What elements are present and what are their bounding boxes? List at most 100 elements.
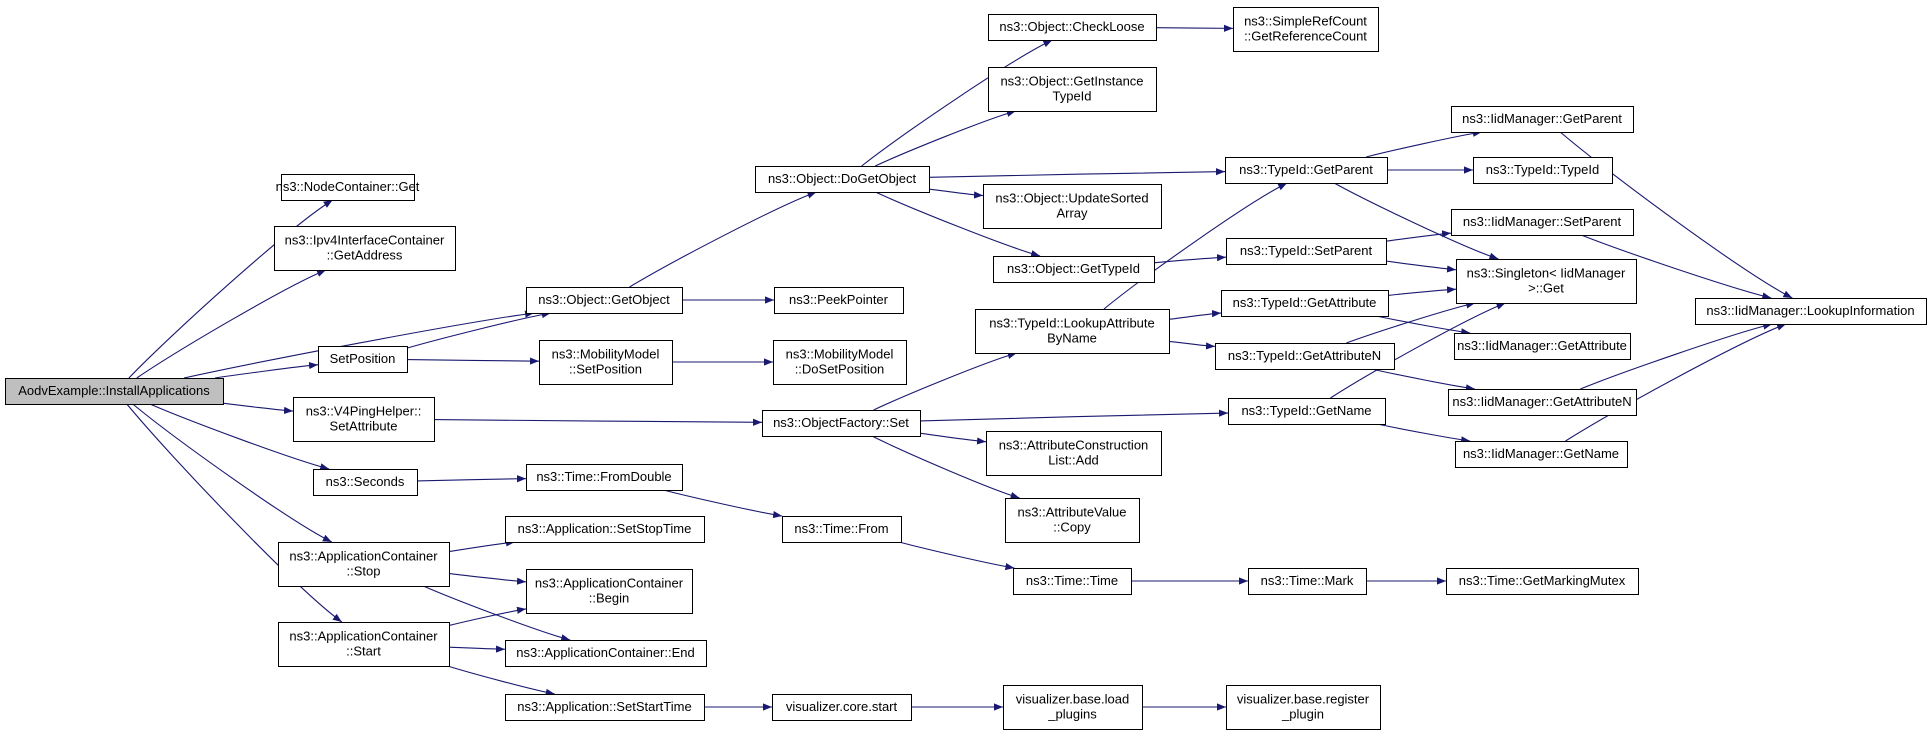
graph-node[interactable]: ns3::TypeId::GetParent (1225, 157, 1388, 184)
nodes-layer: AodvExample::InstallApplications ns3::Nod… (5, 7, 1927, 730)
node-label: ns3::ApplicationContainer::End (516, 645, 695, 660)
graph-node[interactable]: ns3::Time::From (782, 516, 902, 543)
graph-node[interactable]: ns3::IidManager::GetAttribute (1454, 333, 1631, 360)
call-edge (149, 403, 330, 471)
call-edge (1377, 423, 1471, 444)
node-label: ByName (1047, 331, 1097, 346)
node-label: ns3::Seconds (326, 474, 405, 489)
call-edge (433, 418, 763, 426)
graph-node[interactable]: ns3::IidManager::GetParent (1451, 106, 1634, 133)
node-box (988, 14, 1157, 41)
node-box (278, 542, 450, 587)
node-box (1448, 389, 1637, 416)
graph-node[interactable]: ns3::ApplicationContainer::Start (278, 622, 450, 667)
graph-node[interactable]: ns3::Ipv4InterfaceContainer::GetAddress (274, 226, 456, 271)
graph-node[interactable]: ns3::Application::SetStartTime (505, 694, 705, 721)
graph-node[interactable]: ns3::PeekPointer (774, 287, 904, 314)
node-label: visualizer.base.register (1237, 692, 1370, 707)
graph-node[interactable]: ns3::IidManager::SetParent (1451, 209, 1634, 236)
node-box (986, 431, 1162, 476)
graph-node[interactable]: ns3::V4PingHelper::SetAttribute (293, 397, 435, 442)
graph-node[interactable]: ns3::Object::GetTypeId (993, 256, 1155, 283)
graph-node[interactable]: ns3::ObjectFactory::Set (762, 410, 921, 437)
node-box (1451, 106, 1634, 133)
graph-node[interactable]: ns3::AttributeValue::Copy (1005, 498, 1140, 543)
graph-node[interactable]: ns3::IidManager::LookupInformation (1695, 298, 1927, 325)
node-label: ns3::NodeContainer::Get (276, 179, 420, 194)
node-label: ns3::ApplicationContainer (535, 576, 684, 591)
graph-node[interactable]: ns3::SimpleRefCount::GetReferenceCount (1233, 7, 1379, 52)
graph-node[interactable]: ns3::ApplicationContainer::Stop (278, 542, 450, 587)
graph-node[interactable]: visualizer.core.start (772, 694, 912, 721)
call-edge (919, 432, 987, 445)
graph-node[interactable]: ns3::Singleton< IidManager>::Get (1456, 259, 1637, 304)
call-edge (132, 403, 333, 543)
node-box (1233, 7, 1379, 52)
graph-node[interactable]: AodvExample::InstallApplications (5, 378, 224, 405)
graph-node[interactable]: ns3::MobilityModel::DoSetPosition (773, 340, 907, 385)
graph-node[interactable]: ns3::Time::GetMarkingMutex (1446, 568, 1639, 595)
edges-layer (126, 24, 1793, 711)
graph-node[interactable]: ns3::IidManager::GetAttributeN (1448, 389, 1637, 416)
node-box (1451, 209, 1634, 236)
node-box (313, 469, 418, 496)
node-box (975, 309, 1170, 354)
node-box (755, 166, 930, 193)
node-label: TypeId (1052, 89, 1091, 104)
call-edge (861, 39, 1053, 167)
node-label: AodvExample::InstallApplications (18, 383, 210, 398)
node-box (773, 340, 907, 385)
node-label: ns3::ApplicationContainer (289, 549, 438, 564)
call-edge (136, 269, 327, 379)
graph-node[interactable]: ns3::Object::GetObject (526, 287, 683, 314)
node-label: ns3::Object::CheckLoose (999, 19, 1144, 34)
node-box (5, 378, 224, 405)
node-box (1226, 685, 1381, 730)
graph-node[interactable]: visualizer.base.load_plugins (1003, 685, 1143, 730)
graph-node[interactable]: visualizer.base.register_plugin (1226, 685, 1381, 730)
graph-node[interactable]: ns3::Time::Time (1013, 568, 1132, 595)
graph-node[interactable]: SetPosition (318, 346, 408, 373)
graph-node[interactable]: ns3::Object::CheckLoose (988, 14, 1157, 41)
node-label: ns3::IidManager::GetParent (1462, 111, 1622, 126)
node-label: ns3::Singleton< IidManager (1467, 266, 1626, 281)
node-box (1215, 343, 1395, 370)
graph-node[interactable]: ns3::Time::FromDouble (526, 464, 683, 491)
node-box (782, 516, 902, 543)
node-box (1456, 259, 1637, 304)
graph-node[interactable]: ns3::TypeId::GetAttribute (1221, 290, 1389, 317)
node-label: ns3::SimpleRefCount (1244, 14, 1367, 29)
graph-node[interactable]: ns3::TypeId::GetAttributeN (1215, 343, 1395, 370)
call-edge (1387, 286, 1457, 296)
graph-node[interactable]: ns3::Application::SetStopTime (505, 516, 705, 543)
node-label: >::Get (1528, 281, 1564, 296)
graph-node[interactable]: ns3::TypeId::GetName (1228, 398, 1386, 425)
graph-node[interactable]: ns3::TypeId::SetParent (1226, 238, 1387, 265)
graph-node[interactable]: ns3::Object::DoGetObject (755, 166, 930, 193)
call-edge (1376, 315, 1471, 336)
node-label: ns3::IidManager::GetAttributeN (1452, 394, 1631, 409)
call-edge (1155, 24, 1234, 32)
call-edge (214, 361, 319, 379)
node-box (505, 516, 705, 543)
call-edge (1565, 323, 1787, 442)
node-label: ns3::IidManager::LookupInformation (1706, 303, 1914, 318)
graph-node[interactable]: ns3::NodeContainer::Get (276, 174, 420, 201)
node-label: ns3::Time::FromDouble (536, 469, 671, 484)
node-label: ns3::IidManager::GetName (1463, 446, 1619, 461)
graph-node[interactable]: ns3::TypeId::TypeId (1473, 157, 1613, 184)
graph-node[interactable]: ns3::ApplicationContainer::Begin (526, 569, 693, 614)
graph-node[interactable]: ns3::ApplicationContainer::End (505, 640, 707, 667)
graph-node[interactable]: ns3::Time::Mark (1248, 568, 1367, 595)
graph-node[interactable]: ns3::IidManager::GetName (1455, 441, 1628, 468)
graph-node[interactable]: ns3::Seconds (313, 469, 418, 496)
call-edge (1385, 230, 1452, 242)
node-box (526, 287, 683, 314)
graph-node[interactable]: ns3::MobilityModel::SetPosition (539, 340, 673, 385)
node-box (1473, 157, 1613, 184)
node-label: SetAttribute (330, 419, 398, 434)
